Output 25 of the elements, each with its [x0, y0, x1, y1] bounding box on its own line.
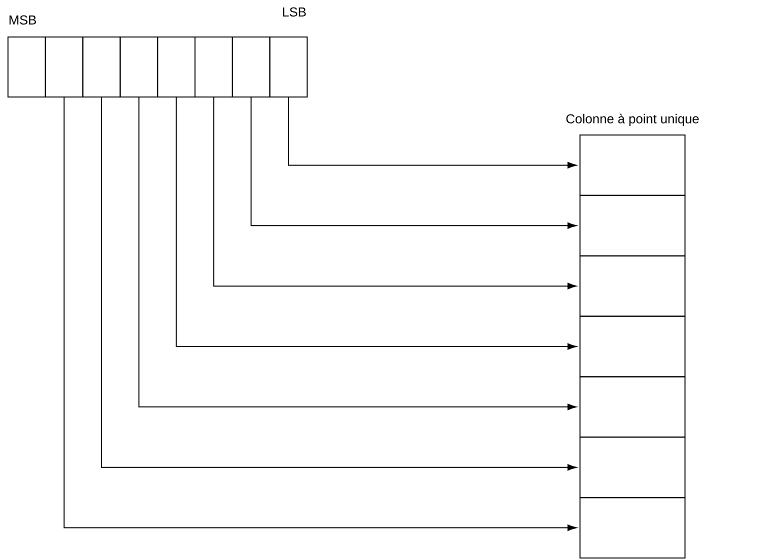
- arrow: [213, 97, 577, 290]
- register-cell: [232, 36, 270, 98]
- column-cell: [580, 134, 686, 196]
- arrow: [138, 97, 577, 410]
- register-cell: [44, 36, 84, 98]
- arrow: [64, 97, 577, 531]
- register-cell: [194, 36, 233, 98]
- column-cell: [580, 497, 686, 558]
- column-cell: [580, 316, 686, 378]
- arrow: [250, 97, 577, 229]
- column-cell: [580, 376, 686, 438]
- register-cell: [120, 36, 158, 98]
- bit-label: LSB: [283, 7, 306, 17]
- register-cell: [8, 36, 46, 98]
- bit-label: MSB: [10, 15, 36, 25]
- arrow: [101, 97, 577, 471]
- register-cell: [269, 36, 308, 98]
- column-cell: [580, 255, 686, 317]
- node-label: Colonne à point unique: [566, 114, 699, 126]
- register-cell: [82, 36, 121, 98]
- arrow: [288, 97, 577, 168]
- column-cell: [580, 436, 686, 498]
- register-cell: [157, 36, 196, 98]
- column-cell: [580, 194, 686, 256]
- arrow: [176, 97, 577, 350]
